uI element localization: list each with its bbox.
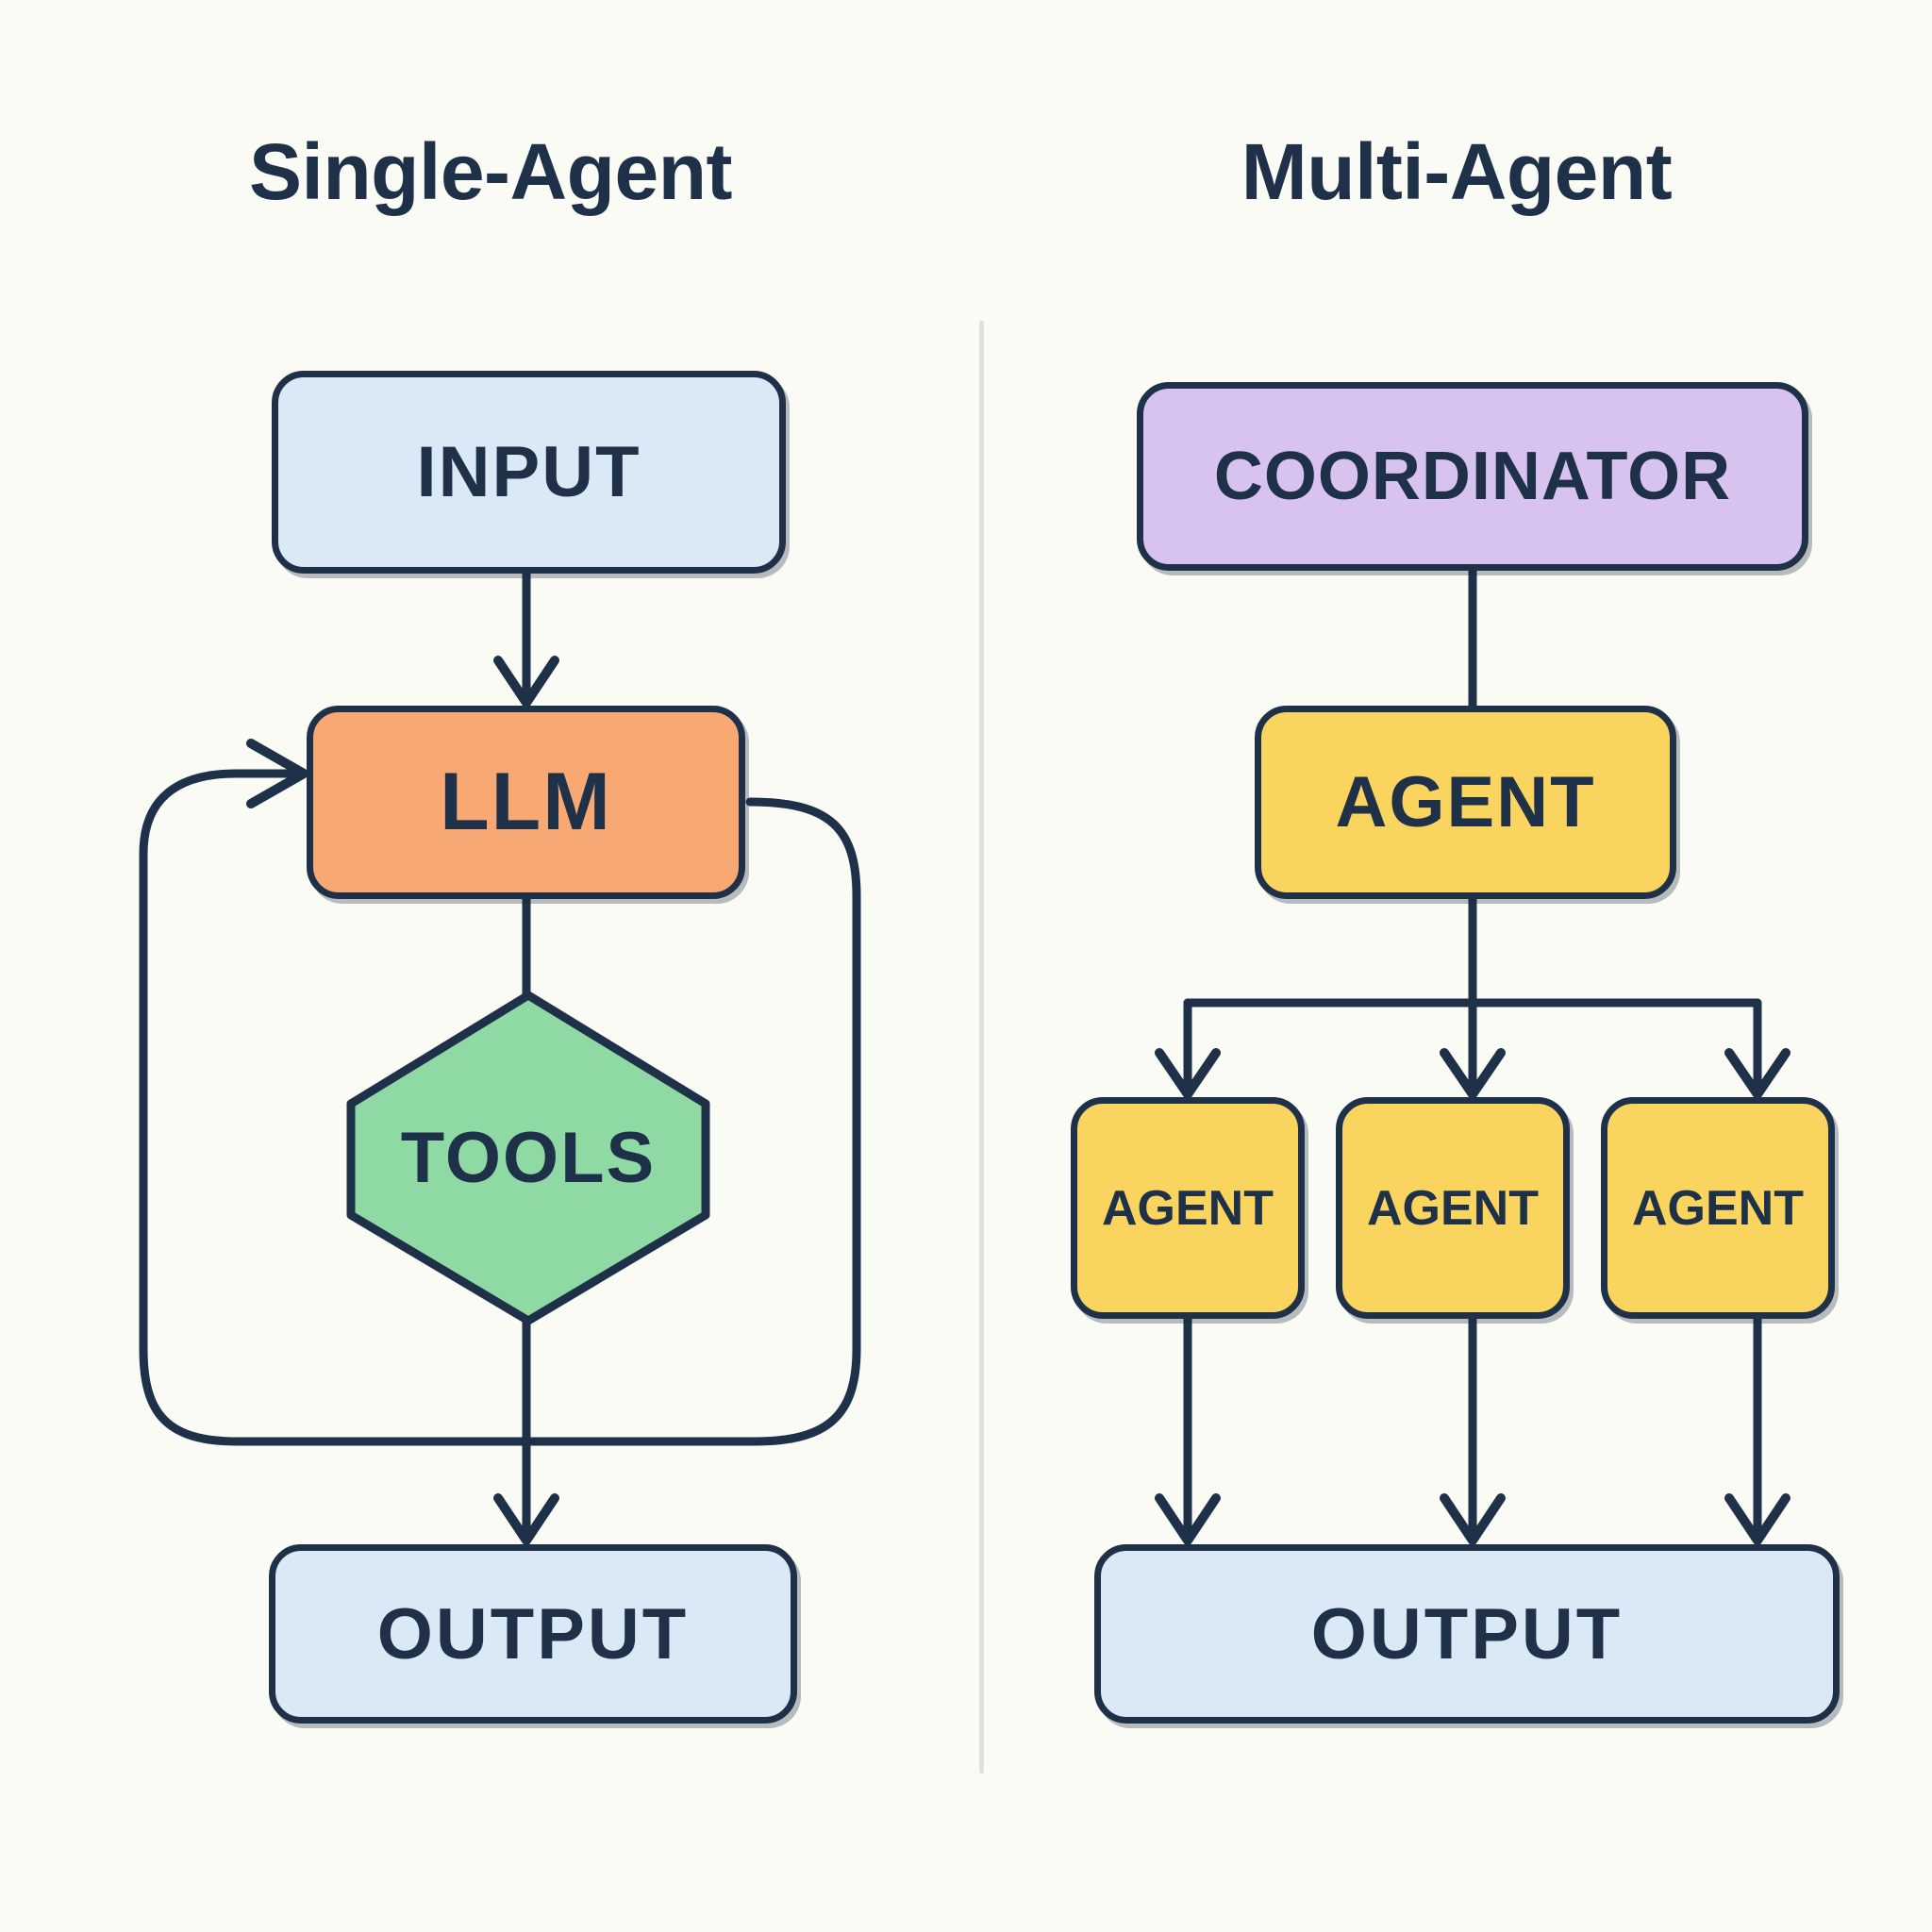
node-agent-3[interactable]: AGENT [1601, 1097, 1835, 1319]
tools-hexagon-shape [346, 991, 710, 1325]
arrowhead-input-to-llm [493, 656, 559, 708]
arrowhead-tools-to-output [493, 1493, 559, 1545]
arrowhead-agent2-to-output [1440, 1493, 1506, 1545]
node-tools[interactable]: TOOLS [400, 1118, 657, 1198]
arrowhead-bus-to-agent2 [1440, 1048, 1506, 1099]
node-output-multi[interactable]: OUTPUT [1094, 1544, 1840, 1724]
edge-feedback-loop [139, 769, 861, 1446]
panel-title-single-agent: Single-Agent [249, 127, 733, 216]
node-agent-1[interactable]: AGENT [1071, 1097, 1305, 1319]
arrowhead-feedback-loop [246, 739, 308, 808]
node-input[interactable]: INPUT [272, 371, 786, 574]
arrowhead-bus-to-agent3 [1724, 1048, 1790, 1099]
arrowhead-agent3-to-output [1724, 1493, 1790, 1545]
panel-divider [979, 321, 984, 1774]
arrowhead-agent1-to-output [1155, 1493, 1221, 1545]
node-output-single[interactable]: OUTPUT [269, 1544, 797, 1724]
panel-title-multi-agent: Multi-Agent [1241, 127, 1673, 216]
node-coordinator[interactable]: COORDINATOR [1137, 382, 1808, 571]
node-llm[interactable]: LLM [307, 706, 745, 899]
node-agent-2[interactable]: AGENT [1336, 1097, 1570, 1319]
node-agent-lead[interactable]: AGENT [1255, 706, 1676, 899]
arrowhead-bus-to-agent1 [1155, 1048, 1221, 1099]
